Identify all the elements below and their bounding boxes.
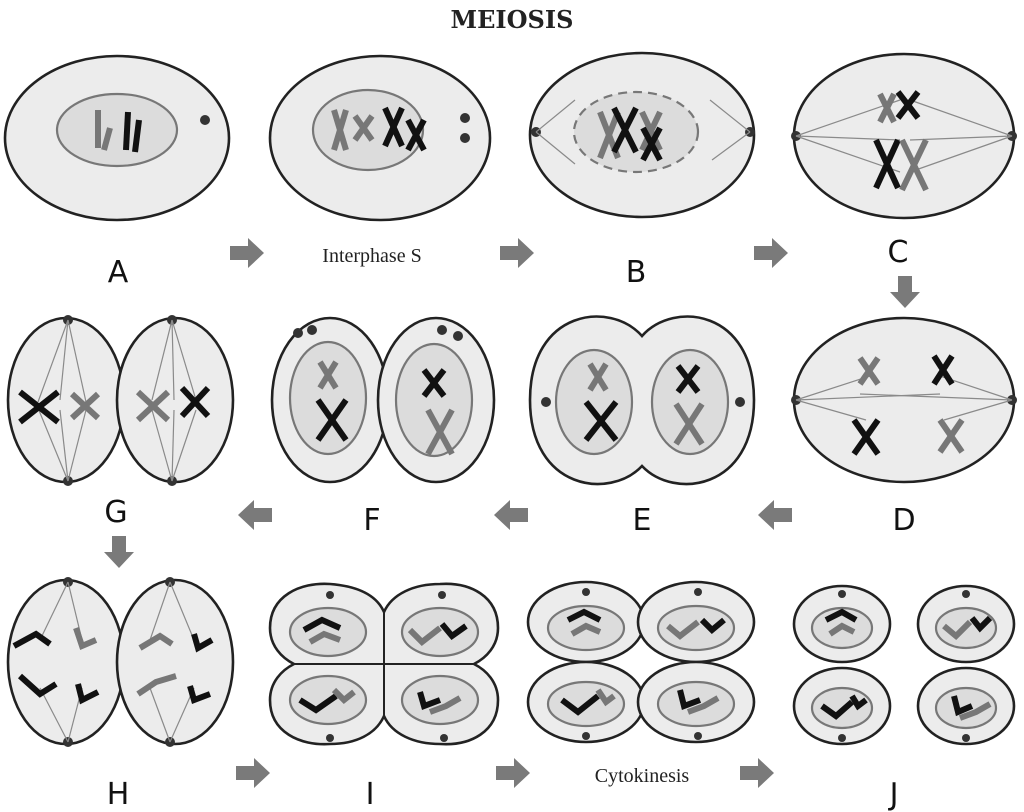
stage-g-cells [6, 315, 235, 486]
stage-e-cell [528, 315, 756, 486]
arrow-right-icon [236, 758, 270, 788]
stage-label-j: J [888, 777, 899, 812]
arrow-right-icon [500, 238, 534, 268]
stage-h-cells [6, 577, 235, 747]
diagram-title: MEIOSIS [451, 5, 574, 34]
stage-j-cells [792, 584, 1016, 746]
arrow-left-icon [758, 500, 792, 530]
stage-c-cell [791, 52, 1017, 220]
stage-label-g: G [104, 495, 127, 530]
arrow-right-icon [230, 238, 264, 268]
stage-a-cell [3, 54, 231, 222]
stage-f-cells [270, 316, 496, 484]
cytokinesis-cells [526, 580, 756, 744]
stage-d-cell [791, 316, 1017, 484]
stage-label-a: A [108, 255, 129, 290]
arrow-right-icon [740, 758, 774, 788]
stage-label-c: C [888, 235, 909, 270]
arrow-down-icon [890, 276, 920, 308]
arrow-right-icon [754, 238, 788, 268]
stage-label-i: I [366, 777, 375, 812]
arrow-down-icon [104, 536, 134, 568]
interphase-s-caption: Interphase S [322, 245, 421, 267]
stage-label-e: E [633, 503, 652, 538]
stage-label-b: B [626, 255, 647, 290]
interphase-s-cell [268, 54, 492, 222]
stage-i-cells [268, 582, 500, 746]
arrow-right-icon [496, 758, 530, 788]
cytokinesis-caption: Cytokinesis [595, 765, 690, 787]
stage-label-d: D [892, 503, 915, 538]
stage-label-h: H [107, 777, 130, 812]
stage-label-f: F [363, 503, 380, 538]
arrow-left-icon [494, 500, 528, 530]
stage-b-cell [528, 51, 756, 219]
arrow-left-icon [238, 500, 272, 530]
